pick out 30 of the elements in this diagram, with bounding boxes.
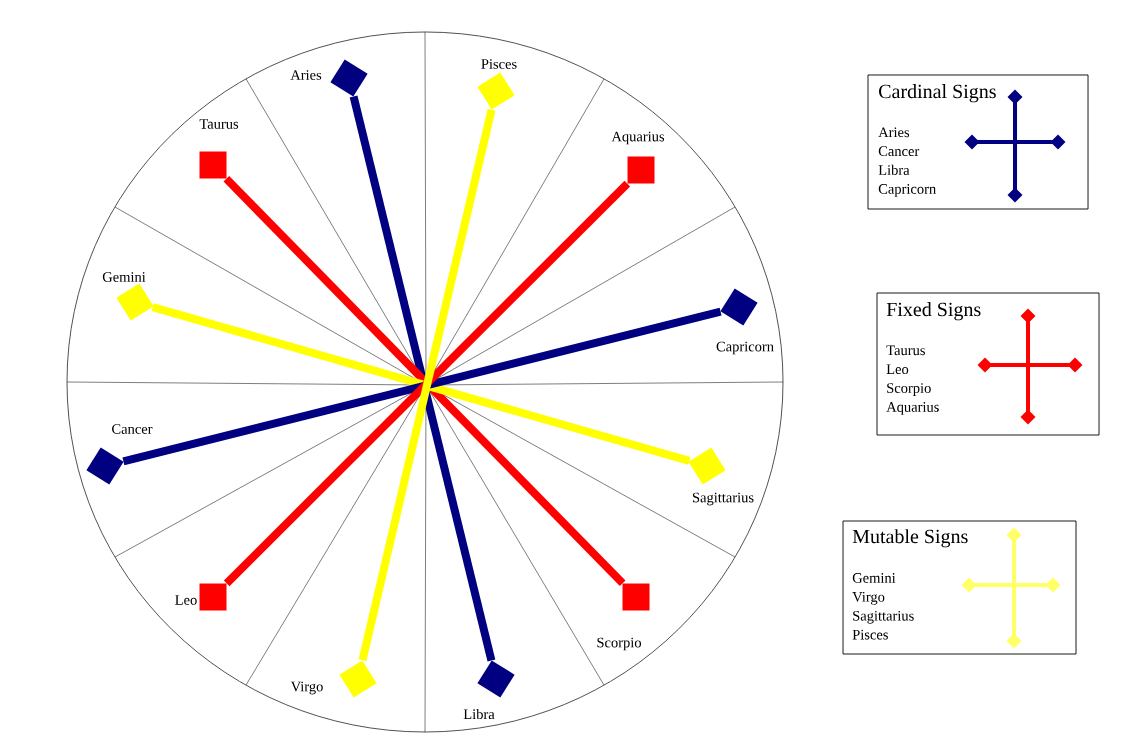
list-item: Capricorn xyxy=(878,184,936,197)
list-item: Scorpio xyxy=(887,383,931,396)
box-heading: Mutable Signs xyxy=(852,529,968,548)
sign-label: Gemini xyxy=(102,272,146,282)
sign-label: Libra xyxy=(463,708,495,720)
list-item: Gemini xyxy=(852,573,896,583)
list-item: Taurus xyxy=(886,345,925,356)
list-item: Virgo xyxy=(852,592,885,605)
sign-label: Capricorn xyxy=(716,341,774,355)
sign-label: Scorpio xyxy=(597,637,641,651)
list-item: Cancer xyxy=(878,146,920,157)
list-item: Sagittarius xyxy=(853,610,914,624)
box-heading: Fixed Signs xyxy=(886,302,981,321)
sign-label: Virgo xyxy=(290,681,323,695)
list-item: Aries xyxy=(878,127,910,138)
list-item: Aquarius xyxy=(886,402,939,415)
legend-box xyxy=(842,520,1077,655)
sign-label: Leo xyxy=(175,595,197,605)
list-item: Leo xyxy=(886,364,909,375)
list-item: Libra xyxy=(878,164,910,175)
sign-label: Aquarius xyxy=(611,131,665,145)
list-item: Pisces xyxy=(852,629,888,640)
legend-box xyxy=(876,292,1100,436)
sign-label: Sagittarius xyxy=(692,492,754,506)
legend-box xyxy=(867,74,1089,210)
sign-label: Cancer xyxy=(112,424,153,434)
box-heading: Cardinal Signs xyxy=(879,84,996,103)
sign-label: Taurus xyxy=(199,119,239,129)
sign-label: Aries xyxy=(290,70,322,80)
sign-label: Pisces xyxy=(481,59,517,69)
